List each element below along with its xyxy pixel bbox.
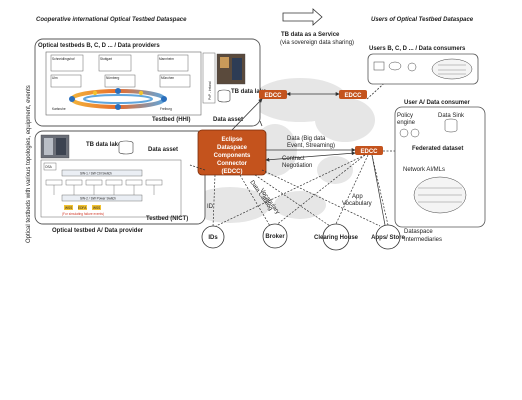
user-a-icons (399, 118, 467, 214)
nict-ports (64, 205, 101, 210)
intermediary-links (212, 154, 389, 228)
hhi-data-lake-icon (217, 89, 231, 103)
data-flow-label-2: Event, Streaming) (287, 143, 335, 149)
users-bcd-icons (373, 58, 473, 80)
intermediary-ids: IDs (201, 225, 225, 249)
nict-topology-box (40, 159, 182, 218)
nict-port-3: WSS (93, 206, 100, 210)
edcc-line-1: Eclipse (221, 137, 243, 143)
contract-label-1: Contract (282, 156, 305, 162)
intermediaries-label-1: Dataspace (404, 229, 433, 235)
testbeds-bcd-title: Optical testbeds B, C, D ... / Data prov… (38, 43, 160, 49)
svg-text:EDCC: EDCC (264, 93, 282, 99)
app-vocabulary-label-1: App (352, 194, 363, 200)
svg-text:EDCC: EDCC (344, 93, 362, 99)
edcc-line-2: Dataspace (217, 145, 248, 151)
intermediary-apps-store: Apps/ Store (371, 224, 405, 250)
nict-lake-label: TB data lake (86, 142, 122, 148)
svg-text:EDCC: EDCC (360, 149, 378, 155)
hhi-asset-label: Data asset (213, 117, 243, 123)
edcc-badge-top-left: EDCC (259, 90, 287, 99)
service-title: TB data as a Service (281, 32, 340, 38)
edcc-main-box: Eclipse Dataspace Components Connector (… (197, 129, 267, 176)
svg-text:IDs: IDs (208, 235, 218, 241)
hhi-node-2: Stuttgart (100, 57, 112, 61)
nict-asset-label: Data asset (148, 147, 178, 153)
edcc-badge-right: EDCC (355, 146, 383, 155)
intermediaries-label-2: Intermediaries (404, 237, 442, 243)
nict-switch-1 (61, 169, 143, 177)
service-subtitle: (via sovereign data sharing) (280, 40, 354, 46)
solid-links (371, 154, 386, 226)
hhi-node-5: Nürnberg (106, 76, 120, 80)
hhi-lake-label: TB data lake (231, 89, 267, 95)
intermediary-broker: Broker (262, 223, 288, 249)
edcc-line-4: Connector (217, 161, 248, 167)
data-sink-label: Data Sink (438, 113, 465, 119)
side-label: Optical testbeds with various topologies… (26, 85, 32, 243)
nict-port-1: WSS (65, 206, 72, 210)
hhi-node-7: Karlsruhe (52, 107, 66, 111)
app-vocabulary-label-2: Vocabulary (342, 201, 372, 207)
hhi-node-1: Schneidlingshof (52, 57, 75, 61)
nict-port-2: EDFA (78, 206, 87, 210)
user-a-title: User A/ Data consumer (404, 100, 470, 106)
testbed-a-title: Optical testbed A/ Data provider (52, 228, 144, 234)
pop-side-label: PoP - Ireland (208, 81, 212, 100)
id-label: ID (207, 204, 214, 210)
nict-testbed-label: Testbed (NICT) (146, 216, 188, 222)
svg-text:Apps/ Store: Apps/ Store (371, 235, 405, 241)
federated-label: Federated dataset (412, 146, 463, 152)
svg-text:Clearing House: Clearing House (314, 235, 359, 241)
edcc-line-5: (EDCC) (222, 169, 243, 175)
service-arrow (282, 8, 323, 26)
nict-osa-label: OSA (45, 165, 53, 169)
network-aiml-label: Network AI/MLs (403, 167, 445, 173)
svg-text:Broker: Broker (265, 234, 285, 240)
data-flow-label-1: Data (Big data (287, 136, 326, 142)
hhi-testbed-label: Testbed (HHI) (152, 117, 191, 123)
left-title: Cooperative international Optical Testbe… (36, 17, 187, 23)
nict-switch-1-label: SW-1 / SW Ctrl Switch (80, 172, 112, 176)
nict-switch-2 (61, 194, 143, 202)
edcc-badge-top-right: EDCC (339, 90, 367, 99)
intermediary-clearing-house: Clearing House (314, 223, 359, 251)
hhi-node-4: Ulm (52, 76, 58, 80)
testbeds-bcd-group: Optical testbeds B, C, D ... / Data prov… (34, 38, 267, 127)
users-bcd-title: Users B, C, D ... / Data consumers (369, 46, 466, 52)
hhi-node-boxes (50, 54, 191, 88)
flow-arrows (189, 77, 400, 171)
nict-failure-note: (For simulating failure events) (62, 212, 104, 216)
nict-switch-2-label: SW-2 / SW Power Switch (80, 197, 116, 201)
users-bcd-group: Users B, C, D ... / Data consumers (367, 46, 479, 85)
testbed-a-group: TB data lake Data asset OSA SW-1 / SW Ct… (34, 130, 206, 234)
contract-label-2: Negotiation (282, 163, 312, 169)
policy-label-1: Policy (397, 113, 413, 119)
right-title: Users of Optical Testbed Dataspace (371, 17, 474, 23)
hhi-ring-nodes (69, 88, 167, 110)
hhi-node-8: Freiburg (160, 107, 172, 111)
pop-side-tab (202, 52, 216, 104)
hhi-node-6: München (161, 76, 174, 80)
user-a-group: User A/ Data consumer Policy engine Data… (394, 100, 486, 228)
hhi-node-3: Mannheim (159, 57, 174, 61)
edcc-line-3: Components (214, 153, 251, 159)
nict-data-lake-icon (118, 140, 134, 155)
policy-label-2: engine (397, 120, 416, 126)
